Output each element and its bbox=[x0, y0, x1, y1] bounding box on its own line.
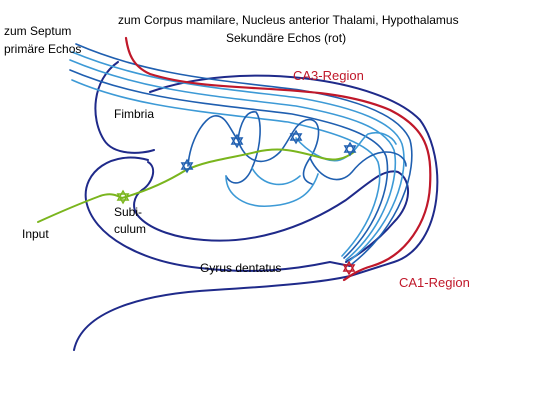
pyramidal-loops bbox=[187, 111, 407, 207]
dark-blue-outlines bbox=[73, 61, 439, 351]
loop-c bbox=[237, 118, 320, 185]
fiber-2 bbox=[71, 51, 405, 263]
blue-fiber-bundle bbox=[69, 43, 413, 265]
star-of-david-icon bbox=[342, 260, 356, 276]
subiculum-hook bbox=[133, 161, 205, 241]
inner-lower-curve bbox=[203, 170, 410, 263]
star-of-david-icon bbox=[289, 129, 303, 145]
loop-d bbox=[295, 131, 397, 162]
ca1-region-label: CA1-Region bbox=[399, 275, 470, 290]
labels: zum Septum primäre Echos zum Corpus mami… bbox=[4, 13, 470, 290]
loop-f bbox=[251, 167, 301, 186]
loop-b bbox=[225, 173, 319, 207]
fimbria-label: Fimbria bbox=[114, 107, 154, 121]
subiculum-label-line1: Subi- bbox=[114, 205, 142, 219]
secondary-echo-path bbox=[124, 36, 432, 282]
fiber-3 bbox=[69, 59, 397, 261]
subiculum-label-line2: culum bbox=[114, 222, 146, 236]
ca3-region-label: CA3-Region bbox=[293, 68, 364, 83]
gyrus-dentatus-outline bbox=[73, 275, 351, 351]
inner-loop bbox=[84, 156, 351, 272]
septum-label-line1: zum Septum bbox=[4, 24, 71, 38]
fimbria-outline bbox=[94, 61, 155, 154]
input-label: Input bbox=[22, 227, 49, 241]
septum-label-line2: primäre Echos bbox=[4, 42, 81, 56]
star-of-david-icon bbox=[343, 141, 357, 157]
fiber-1 bbox=[75, 43, 413, 265]
outer-arc-top bbox=[149, 74, 439, 277]
gyrus-dentatus-label: Gyrus dentatus bbox=[200, 261, 281, 275]
loop-e bbox=[309, 151, 407, 181]
top-label-line1: zum Corpus mamilare, Nucleus anterior Th… bbox=[118, 13, 459, 27]
loop-a bbox=[187, 111, 261, 184]
star-of-david-icon bbox=[230, 133, 244, 149]
star-of-david-icon bbox=[116, 189, 130, 205]
top-label-line2: Sekundäre Echos (rot) bbox=[226, 31, 346, 45]
fiber-4 bbox=[69, 69, 389, 259]
input-path bbox=[37, 148, 355, 223]
neuron-markers bbox=[116, 129, 357, 276]
star-of-david-icon bbox=[180, 158, 194, 174]
fiber-5 bbox=[71, 79, 381, 257]
